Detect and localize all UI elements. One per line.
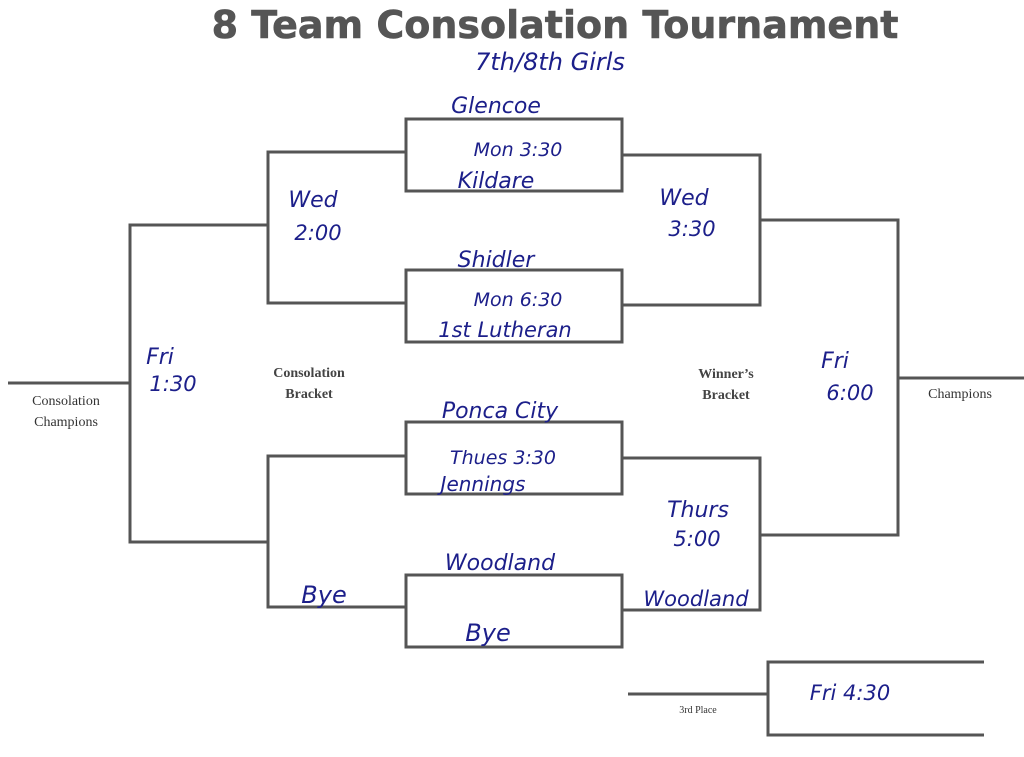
winners-lower-advanced: Woodland xyxy=(643,587,749,611)
champions-label: Champions xyxy=(928,387,992,402)
match1-team-top: Glencoe xyxy=(451,94,541,119)
match2-team-top: Shidler xyxy=(458,248,537,273)
match3-team-top: Ponca City xyxy=(442,399,559,424)
consolation-bracket-lower xyxy=(266,454,406,609)
consolation-final-hour: 1:30 xyxy=(149,372,196,396)
consolation-upper-day: Wed xyxy=(288,188,338,213)
winners-upper-hour: 3:30 xyxy=(668,217,715,241)
third-place-label: 3rd Place xyxy=(679,705,717,716)
consolation-bracket-label-line1: Consolation xyxy=(273,366,345,381)
winners-upper-day: Wed xyxy=(659,186,709,211)
winners-bracket-upper xyxy=(622,153,762,307)
winners-final-bracket xyxy=(760,218,900,537)
match-box-4 xyxy=(404,573,624,649)
consolation-lower-advanced: Bye xyxy=(301,581,346,609)
match3-team-bottom: Jennings xyxy=(437,472,526,496)
winners-final-day: Fri xyxy=(821,349,849,374)
consolation-bracket-upper xyxy=(266,150,406,305)
match1-team-bottom: Kildare xyxy=(458,169,535,194)
match1-time: Mon 3:30 xyxy=(474,139,563,161)
match3-time: Thues 3:30 xyxy=(450,447,556,469)
winners-lower-day: Thurs xyxy=(667,498,729,523)
consolation-champions-label-line2: Champions xyxy=(34,415,98,430)
match2-time: Mon 6:30 xyxy=(474,289,563,311)
match2-team-bottom: 1st Lutheran xyxy=(438,318,572,342)
page-title: 8 Team Consolation Tournament xyxy=(212,3,899,47)
consolation-bracket-label-line2: Bracket xyxy=(285,387,333,402)
match4-team-bottom: Bye xyxy=(465,619,510,647)
winners-bracket-label-line2: Bracket xyxy=(702,388,750,403)
winners-final-hour: 6:00 xyxy=(826,381,873,405)
match4-team-top: Woodland xyxy=(445,551,556,576)
third-place-time: Fri 4:30 xyxy=(810,681,890,705)
consolation-upper-hour: 2:00 xyxy=(294,221,341,245)
winners-lower-hour: 5:00 xyxy=(673,527,720,551)
third-place-box xyxy=(766,660,984,737)
winners-bracket-label-line1: Winner’s xyxy=(698,367,754,382)
consolation-champions-label-line1: Consolation xyxy=(32,394,100,409)
consolation-final-day: Fri xyxy=(146,345,174,370)
page-subtitle: 7th/8th Girls xyxy=(475,48,625,76)
